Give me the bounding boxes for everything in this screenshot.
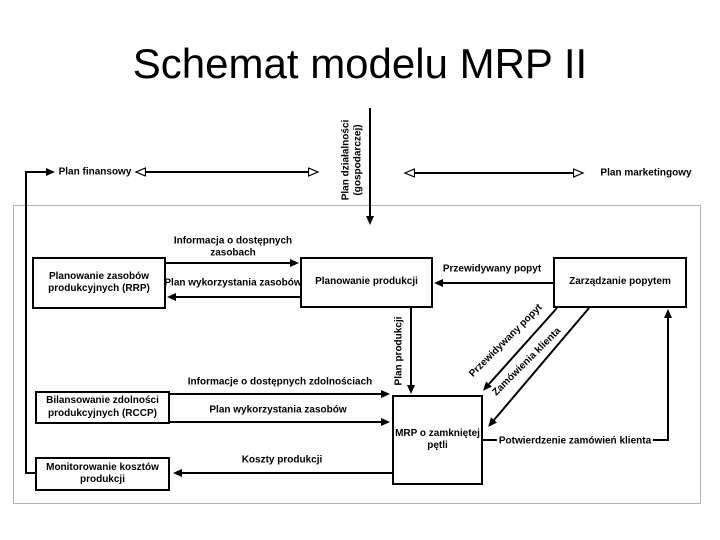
label-plan-wykorzystania-top: Plan wykorzystania zasobów <box>164 277 302 289</box>
box-rrp-line1: Planowanie zasobów <box>48 270 150 282</box>
label-potwierdzenie-zamowien: Potwierdzenie zamówień klienta <box>496 435 654 447</box>
label-plan-produkcji: Plan produkcji <box>393 316 405 386</box>
box-mrp-line1: MRP o zamkniętej <box>395 427 480 439</box>
arrow-zamowienia-klienta-diagonal <box>488 307 590 427</box>
box-bilansowanie-rccp: Bilansowanie zdolności produkcyjnych (RC… <box>35 391 170 424</box>
box-mrp-line2: pętli <box>427 440 448 451</box>
box-monitorowanie-kosztow: Monitorowanie kosztów produkcji <box>35 457 170 491</box>
box-monitorowanie-line1: Monitorowanie kosztów <box>46 461 159 473</box>
label-plan-dzialalnosci-line1: Plan działalności <box>340 119 352 201</box>
label-plan-wykorzystania-bottom: Plan wykorzystania zasobów <box>209 404 347 416</box>
label-informacje-zdolnosciach: Informacje o dostępnych zdolnościach <box>187 376 373 388</box>
box-planowanie-zasobow-rrp: Planowanie zasobów produkcyjnych (RRP) <box>32 257 166 309</box>
label-plan-finansowy: Plan finansowy <box>58 166 132 178</box>
label-informacja-zasoby: Informacja o dostępnych zasobach <box>173 235 293 259</box>
box-rccp-line1: Bilansowanie zdolności <box>46 395 159 406</box>
box-zarzadzanie-popytem-label: Zarządzanie popytem <box>569 276 671 288</box>
box-zarzadzanie-popytem: Zarządzanie popytem <box>553 257 687 308</box>
box-monitorowanie-line2: produkcji <box>79 474 125 485</box>
label-przewidywany-popyt-top: Przewidywany popyt <box>442 263 542 275</box>
label-plan-dzialalnosci-line2: (gospodarczej) <box>352 124 363 196</box>
label-koszty-produkcji: Koszty produkcji <box>241 454 323 466</box>
slide-title: Schemat modelu MRP II <box>132 40 588 87</box>
box-rrp-line2: produkcyjnych (RRP) <box>48 283 150 294</box>
label-plan-marketingowy: Plan marketingowy <box>600 167 692 179</box>
box-planowanie-produkcji-label: Planowanie produkcji <box>315 276 418 288</box>
box-mrp-zamknieta-petla: MRP o zamkniętej pętli <box>392 395 483 485</box>
arrow-przewidywany-popyt-diagonal <box>482 307 558 391</box>
box-rccp-line2: produkcyjnych (RCCP) <box>48 407 157 419</box>
label-plan-dzialalnosci: Plan działalności (gospodarczej) <box>341 120 364 201</box>
diagram-outer-frame <box>13 205 701 504</box>
box-planowanie-produkcji: Planowanie produkcji <box>300 257 433 308</box>
feedback-line-to-plan-finansowy <box>25 168 55 474</box>
